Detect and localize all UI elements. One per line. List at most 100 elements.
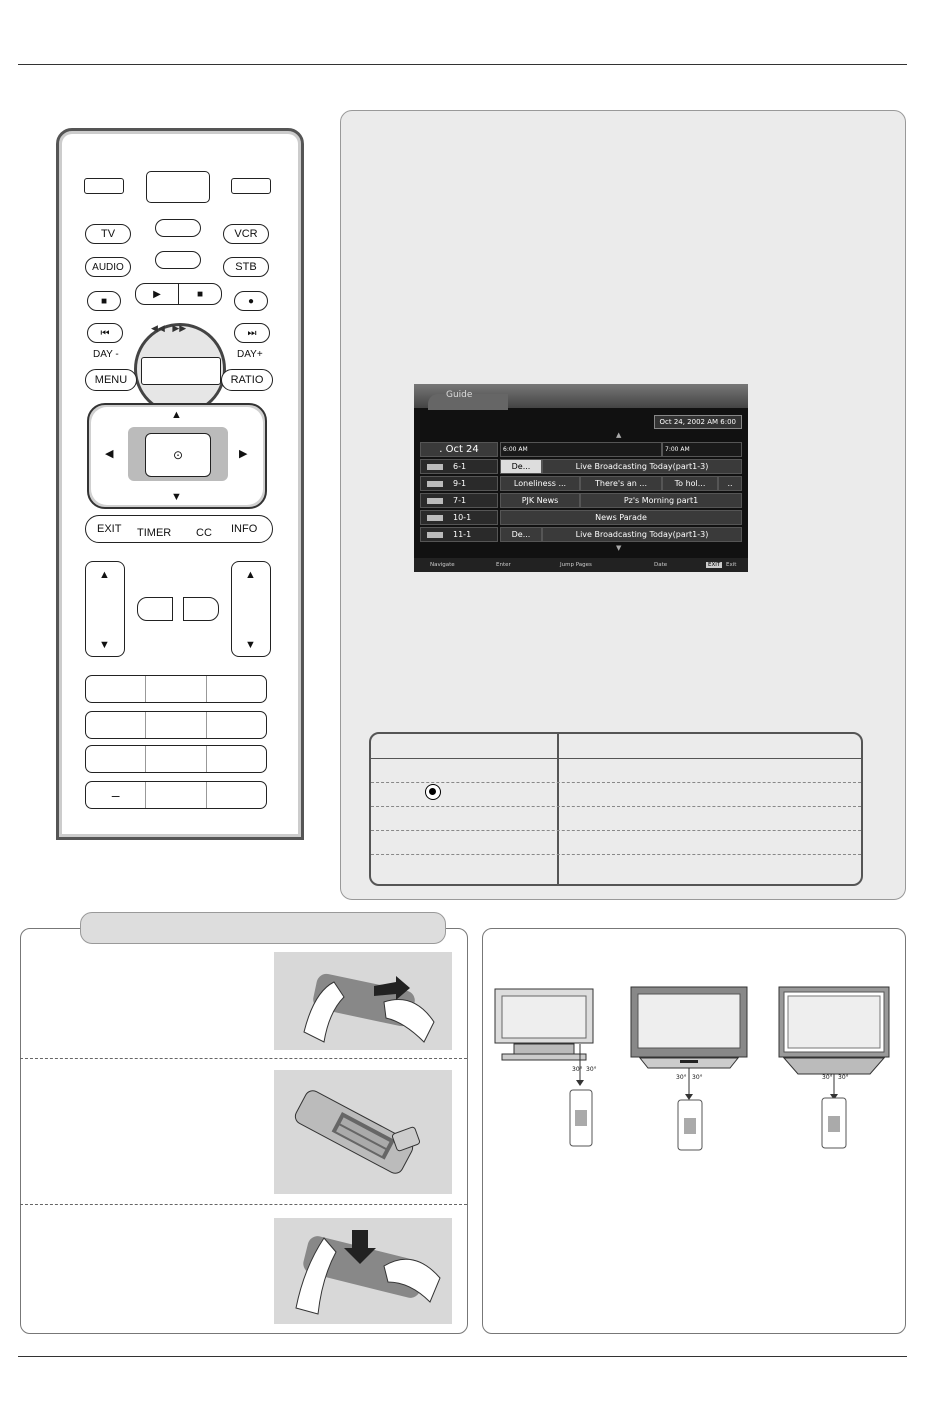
footer-date: Date	[654, 562, 668, 568]
guide-program: News Parade	[500, 510, 742, 525]
remote-power-button	[146, 171, 210, 203]
guide-program: De...	[500, 459, 542, 474]
nav-right-arrow: ▶	[239, 448, 248, 460]
battery-step-divider-2	[20, 1204, 467, 1205]
day-plus-label: DAY+	[237, 349, 263, 360]
table-row-rule	[371, 806, 861, 807]
guide-channel: 6-1	[420, 459, 498, 474]
stop-button: ■	[178, 283, 222, 305]
cc-button: CC	[196, 527, 212, 539]
guide-footer: Navigate Enter Jump Pages Date EXIT Exit	[414, 558, 748, 572]
volume-rocker	[85, 561, 125, 657]
number-row-2	[85, 711, 267, 739]
guide-program: De...	[500, 527, 542, 542]
battery-step-1-photo	[274, 952, 452, 1050]
dtv-badge-icon	[427, 514, 443, 521]
guide-channel: 11-1	[420, 527, 498, 542]
guide-date-col: . Oct 24	[420, 442, 498, 457]
angle-left-label: 30°	[676, 1074, 687, 1081]
tv-illustration-1: 30° 30°	[494, 988, 597, 1152]
guide-title: Guide	[446, 390, 473, 400]
table-row-rule	[371, 782, 861, 783]
dtv-badge-icon	[427, 463, 443, 470]
angle-left-label: 30°	[822, 1074, 833, 1081]
nav-up-arrow: ▲	[171, 409, 182, 421]
table-header-rule	[371, 758, 861, 759]
tv-illustration-2: 30° 30°	[630, 986, 748, 1152]
bottom-rule	[18, 1356, 907, 1357]
record-button: ●	[234, 291, 268, 311]
number-row-4: –	[85, 781, 267, 809]
guide-row-4: 10-1 News Parade	[420, 510, 742, 525]
program-guide-screenshot: Guide Oct 24, 2002 AM 6:00 ▲ . Oct 24 6:…	[414, 384, 748, 572]
remote-top-right-button	[231, 178, 271, 194]
guide-program: ..	[718, 476, 742, 491]
guide-program: Pz's Morning part1	[580, 493, 742, 508]
tv-illustration-3: 30° 30°	[778, 986, 890, 1152]
guide-program: PJK News	[500, 493, 580, 508]
channel-down-arrow: ▼	[245, 639, 256, 651]
nav-left-arrow: ◀	[105, 448, 114, 460]
battery-step-3-photo	[274, 1218, 452, 1324]
volume-up-arrow: ▲	[99, 569, 110, 581]
guide-channel: 9-1	[420, 476, 498, 491]
guide-datetime: Oct 24, 2002 AM 6:00	[653, 415, 742, 429]
angle-left-label: 30°	[572, 1066, 583, 1073]
audio-mode-button: AUDIO	[85, 257, 131, 277]
menu-button: MENU	[85, 369, 137, 391]
dtv-badge-icon	[427, 497, 443, 504]
day-minus-label: DAY -	[93, 349, 119, 360]
footer-enter: Enter	[496, 562, 511, 568]
tv-mode-button: TV	[85, 224, 131, 244]
table-row-rule	[371, 854, 861, 855]
guide-program: Live Broadcasting Today(part1-3)	[542, 459, 742, 474]
angle-right-label: 30°	[692, 1074, 703, 1081]
angle-right-label: 30°	[838, 1074, 849, 1081]
volume-down-arrow: ▼	[99, 639, 110, 651]
guide-row-3: 7-1 PJK News Pz's Morning part1	[420, 493, 742, 508]
guide-tab	[428, 394, 508, 410]
guide-scroll-down: ▼	[616, 544, 622, 552]
remote-close-cover-illustration	[295, 1230, 441, 1315]
stop-button-left: ■	[87, 291, 121, 311]
guide-program: Loneliness ...	[500, 476, 580, 491]
info-button: INFO	[231, 523, 258, 535]
nav-down-arrow: ▼	[171, 491, 182, 503]
next-button: ⏭	[234, 323, 270, 343]
guide-time-a: 6:00 AM	[500, 442, 662, 457]
footer-exit: Exit	[726, 562, 737, 568]
prev-button: ⏮	[87, 323, 123, 343]
top-rule	[18, 64, 907, 65]
mute-button-right	[183, 597, 219, 621]
number-row-1	[85, 675, 267, 703]
guide-row-1: 6-1 De... Live Broadcasting Today(part1-…	[420, 459, 742, 474]
battery-step-2-photo	[274, 1070, 452, 1194]
remote-open-cover-illustration	[303, 973, 435, 1043]
guide-time-b: 7:00 AM	[662, 442, 742, 457]
guide-button-highlighted	[141, 357, 221, 385]
vcr-mode-button: VCR	[223, 224, 269, 244]
remote-top-left-button	[84, 178, 124, 194]
mute-button-left	[137, 597, 173, 621]
play-button: ▶	[135, 283, 179, 305]
footer-jump: Jump Pages	[560, 562, 592, 568]
dtv-badge-icon	[427, 480, 443, 487]
footer-exit-key: EXIT	[706, 562, 723, 568]
channel-rocker	[231, 561, 271, 657]
guide-time-row: . Oct 24 6:00 AM 7:00 AM	[420, 442, 742, 457]
ratio-button: RATIO	[221, 369, 273, 391]
battery-section-tab	[80, 912, 446, 944]
table-divider	[557, 734, 559, 884]
dtv-badge-icon	[427, 531, 443, 538]
guide-scroll-up: ▲	[616, 431, 622, 439]
nav-ok-button: ⊙	[145, 433, 211, 477]
footer-navigate: Navigate	[430, 562, 455, 568]
mode-center-button-2	[155, 251, 201, 269]
remote-control-illustration: TV VCR AUDIO STB ■ ▶ ■ ● ⏮ ⏭ DAY - DAY+ …	[56, 128, 304, 840]
guide-program: To hol...	[662, 476, 718, 491]
guide-program: Live Broadcasting Today(part1-3)	[542, 527, 742, 542]
button-function-table	[369, 732, 863, 886]
guide-program: There's an ...	[580, 476, 662, 491]
dash-key: –	[86, 782, 147, 808]
guide-channel: 10-1	[420, 510, 498, 525]
